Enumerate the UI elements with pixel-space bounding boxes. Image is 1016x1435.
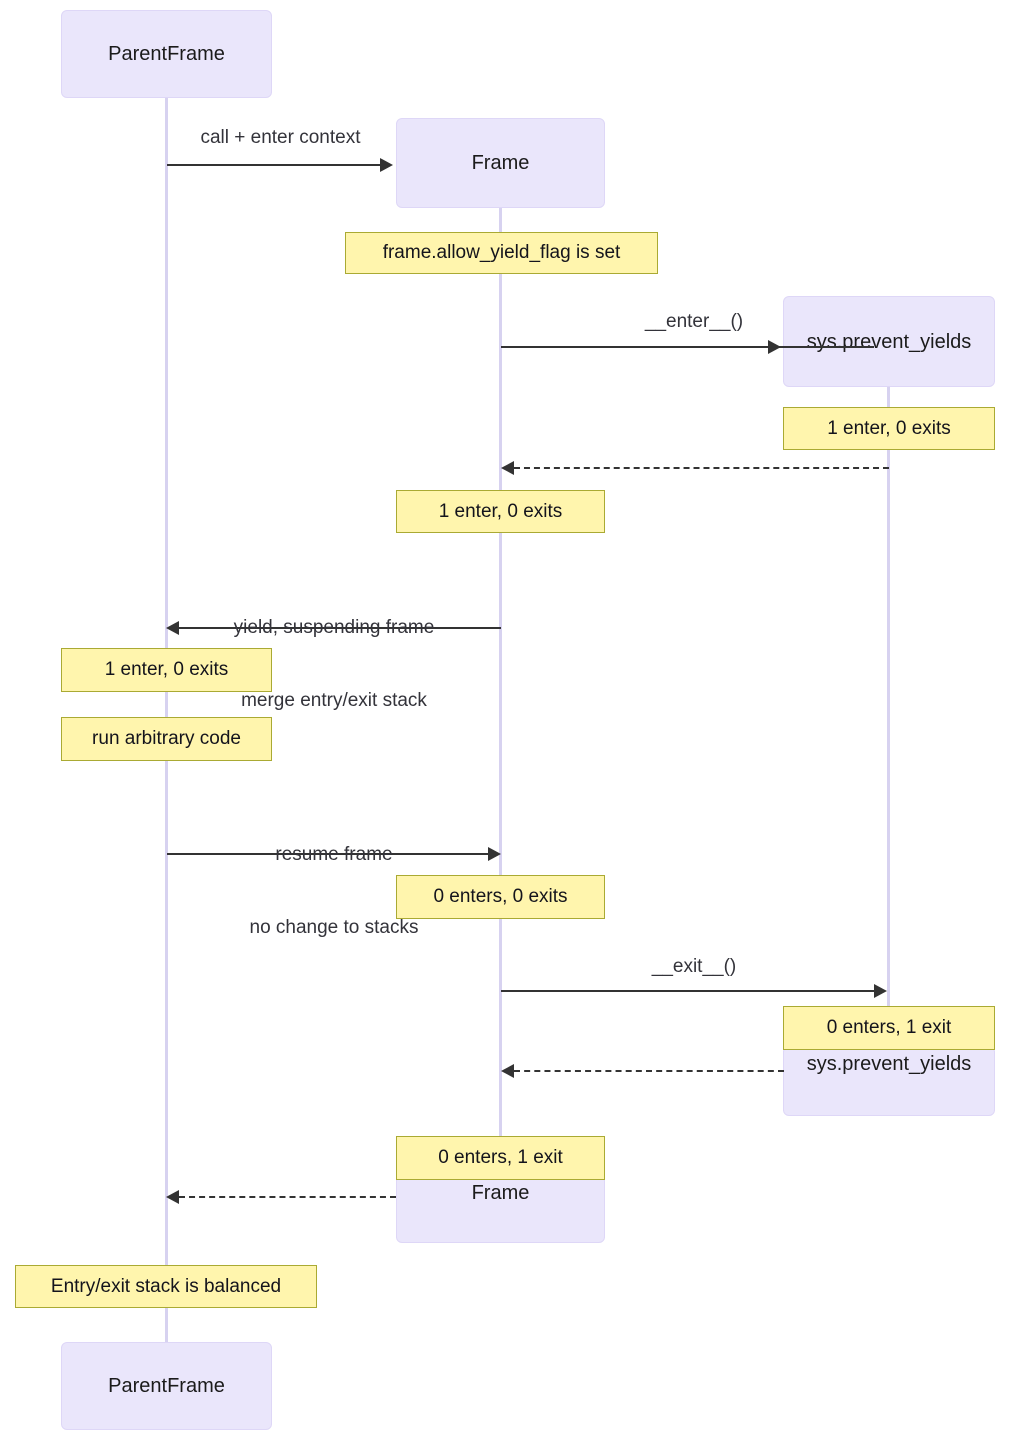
message-label-line2: no change to stacks <box>249 916 419 938</box>
message-line-resume-frame <box>167 853 488 855</box>
note-text: frame.allow_yield_flag is set <box>382 242 621 264</box>
note-frame-allow-yield-flag: frame.allow_yield_flag is set <box>345 232 658 274</box>
message-label-line1: yield, suspending frame <box>233 616 435 638</box>
arrowhead-left-icon <box>166 1190 179 1204</box>
message-label-enter-call: __enter__() <box>644 311 744 332</box>
message-line-return-to-parentframe <box>179 1196 396 1198</box>
note-prevent-yields-counts: 1 enter, 0 exits <box>783 407 995 450</box>
message-line-call-enter-context <box>167 164 380 166</box>
arrowhead-right-icon <box>488 847 501 861</box>
note-text: 1 enter, 0 exits <box>438 500 563 522</box>
note-text: 1 enter, 0 exits <box>827 417 951 439</box>
participant-label: ParentFrame <box>108 43 225 65</box>
participant-label: Frame <box>471 1182 530 1204</box>
message-label-exit-call: __exit__() <box>651 956 737 977</box>
arrowhead-right-icon <box>768 340 781 354</box>
participant-label: Frame <box>471 152 530 174</box>
message-label-line2: merge entry/exit stack <box>241 689 427 711</box>
arrowhead-right-icon <box>874 984 887 998</box>
note-text: 1 enter, 0 exits <box>104 659 229 681</box>
note-prevent-yields-counts-after-exit: 0 enters, 1 exit <box>783 1006 995 1050</box>
participant-label: ParentFrame <box>108 1375 225 1397</box>
message-line-enter-call <box>501 346 874 348</box>
arrowhead-left-icon <box>501 461 514 475</box>
message-line-exit-call <box>501 990 874 992</box>
note-text: 0 enters, 0 exits <box>433 886 568 908</box>
arrowhead-left-icon <box>501 1064 514 1078</box>
arrowhead-right-icon <box>380 158 393 172</box>
note-parentframe-counts: 1 enter, 0 exits <box>61 648 272 692</box>
participant-sys-prevent-yields-bottom[interactable]: sys.prevent_yields <box>783 1046 995 1116</box>
note-run-arbitrary-code: run arbitrary code <box>61 717 272 761</box>
participant-parentframe-bottom[interactable]: ParentFrame <box>61 1342 272 1430</box>
note-text: Entry/exit stack is balanced <box>50 1275 282 1297</box>
message-line-yield-suspend <box>179 627 501 629</box>
message-label-line1: resume frame <box>275 843 393 865</box>
arrowhead-left-icon <box>166 621 179 635</box>
message-label-resume-frame: resume frame no change to stacks <box>167 794 501 989</box>
note-text: 0 enters, 1 exit <box>438 1147 563 1169</box>
note-text: run arbitrary code <box>92 728 241 750</box>
note-text: 0 enters, 1 exit <box>826 1017 952 1039</box>
note-frame-counts-after-resume: 0 enters, 0 exits <box>396 875 605 919</box>
lifeline-sys-prevent-yields <box>887 387 890 1006</box>
message-line-return-from-exit <box>514 1070 784 1072</box>
note-frame-counts-after-exit: 0 enters, 1 exit <box>396 1136 605 1180</box>
message-label-yield-suspend: yield, suspending frame merge entry/exit… <box>168 567 500 762</box>
message-line-return-from-prevent-yields <box>514 467 889 469</box>
participant-frame-bottom[interactable]: Frame <box>396 1175 605 1243</box>
note-entry-exit-balanced: Entry/exit stack is balanced <box>15 1265 317 1308</box>
participant-label: sys.prevent_yields <box>806 1053 972 1075</box>
note-frame-counts-after-enter: 1 enter, 0 exits <box>396 490 605 533</box>
participant-parentframe-top[interactable]: ParentFrame <box>61 10 272 98</box>
participant-frame-top[interactable]: Frame <box>396 118 605 208</box>
lifeline-frame <box>499 208 502 1175</box>
message-label-call-enter-context: call + enter context <box>200 127 361 148</box>
